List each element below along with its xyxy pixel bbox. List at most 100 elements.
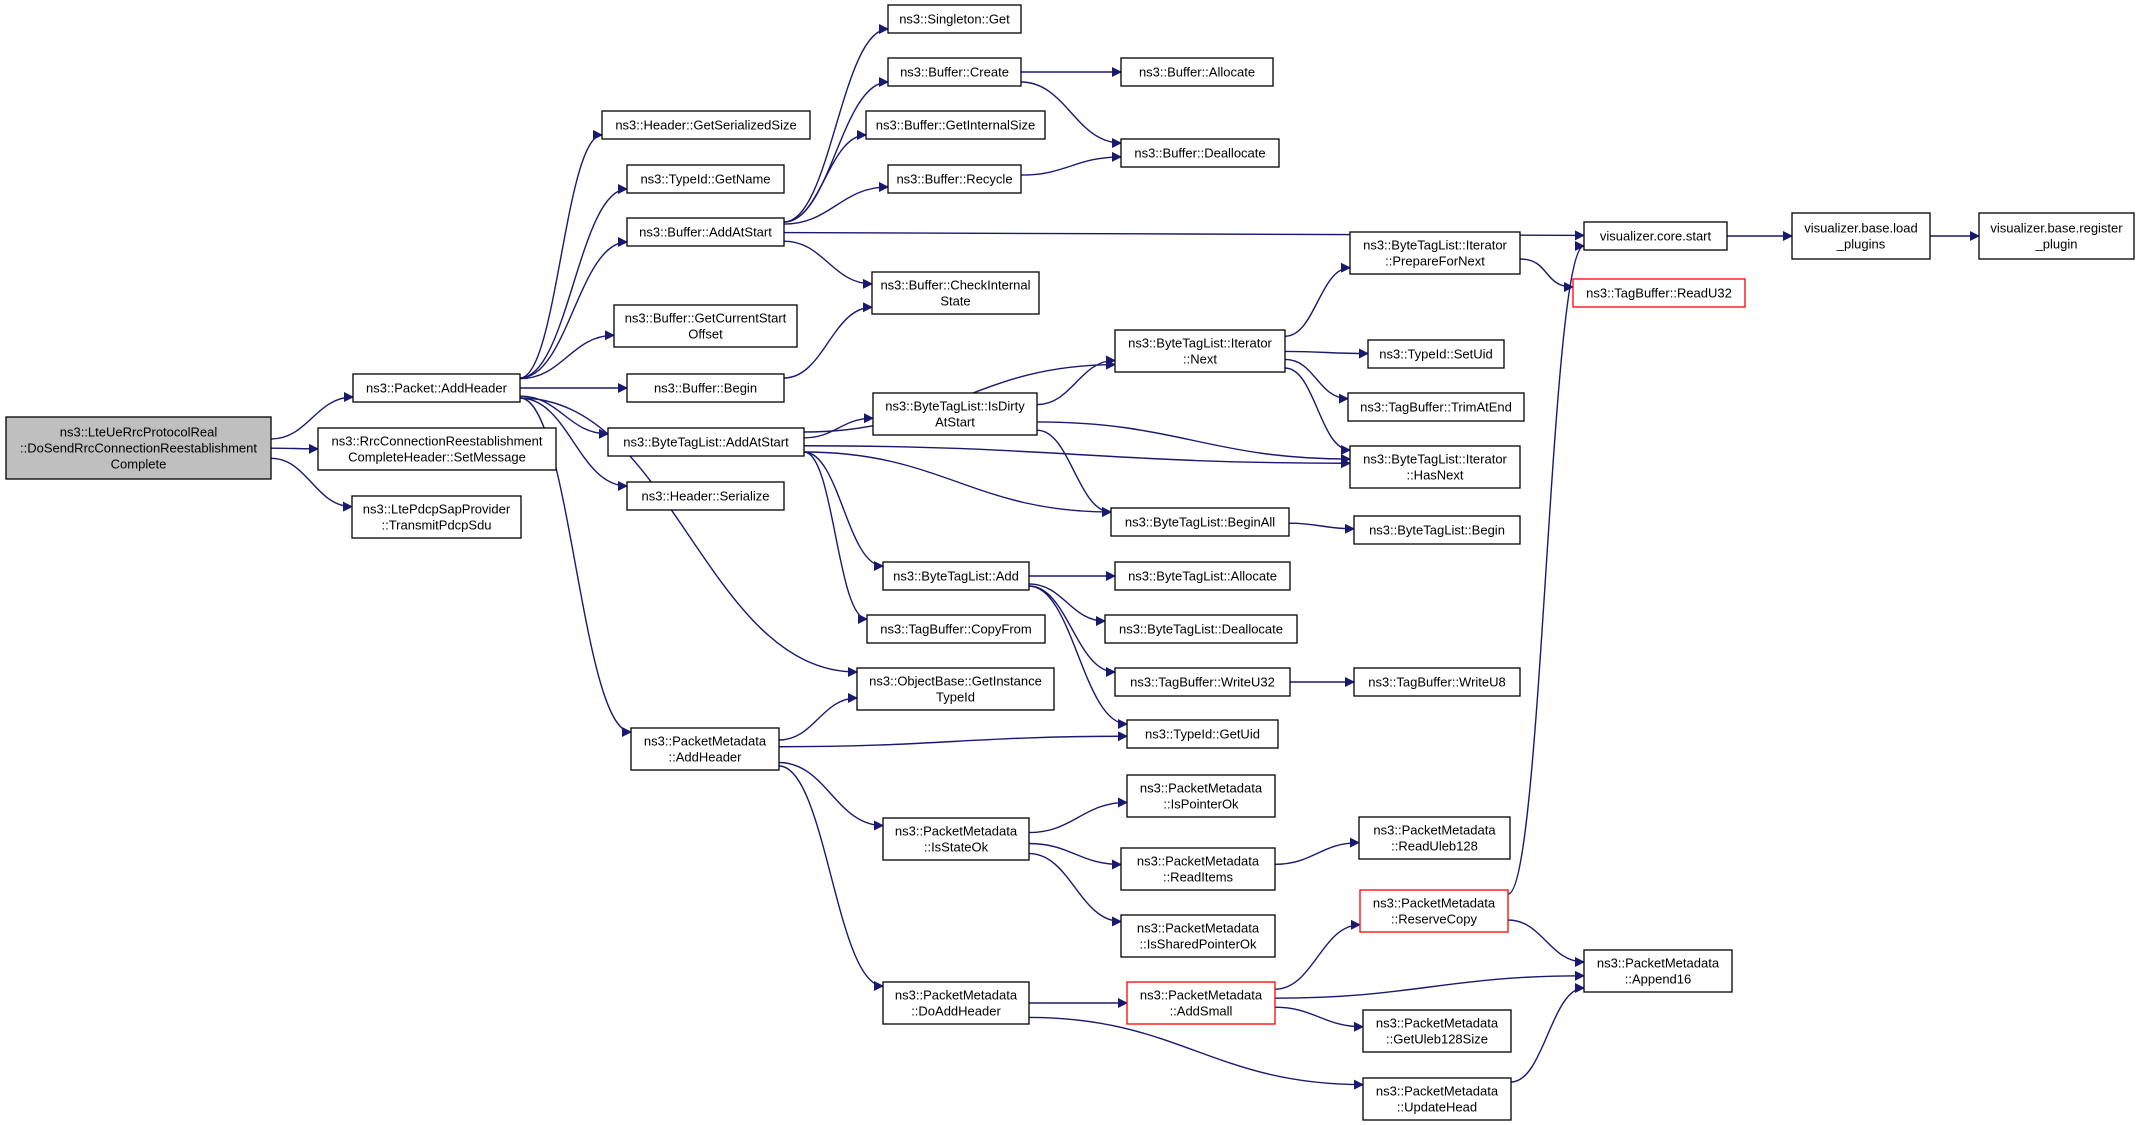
call-edge bbox=[519, 397, 858, 677]
edge-pkt-addheader-to-btl-addatstart bbox=[519, 395, 609, 439]
node-pm-issharedptrok[interactable]: ns3::PacketMetadata::IsSharedPointerOk bbox=[1120, 914, 1276, 958]
node-pm-append16[interactable]: ns3::PacketMetadata::Append16 bbox=[1583, 949, 1733, 993]
node-pdcp-transmit[interactable]: ns3::LtePdcpSapProvider::TransmitPdcpSdu bbox=[351, 495, 522, 539]
node-tb-readu32[interactable]: ns3::TagBuffer::ReadU32 bbox=[1572, 278, 1746, 308]
edge-pkt-addheader-to-buf-addatstart bbox=[519, 237, 628, 379]
node-pm-isstateok[interactable]: ns3::PacketMetadata::IsStateOk bbox=[882, 817, 1030, 861]
node-tb-copyfrom[interactable]: ns3::TagBuffer::CopyFrom bbox=[866, 614, 1046, 644]
edge-buf-addatstart-to-buf-checkint bbox=[783, 240, 873, 289]
node-box bbox=[1120, 57, 1274, 87]
node-buf-recycle[interactable]: ns3::Buffer::Recycle bbox=[887, 164, 1022, 194]
node-box bbox=[887, 57, 1022, 87]
node-label: CompleteHeader::SetMessage bbox=[348, 450, 526, 465]
node-typeid-setuid[interactable]: ns3::TypeId::SetUid bbox=[1367, 339, 1505, 369]
edge-root-to-pkt-addheader bbox=[270, 392, 354, 440]
node-tb-trimatend[interactable]: ns3::TagBuffer::TrimAtEnd bbox=[1347, 392, 1525, 422]
node-box bbox=[352, 373, 521, 403]
node-buf-create[interactable]: ns3::Buffer::Create bbox=[887, 57, 1022, 87]
node-rrc-setmessage[interactable]: ns3::RrcConnectionReestablishmentComplet… bbox=[317, 427, 557, 471]
node-pm-updatehead[interactable]: ns3::PacketMetadata::UpdateHead bbox=[1362, 1077, 1512, 1121]
node-pm-readitems[interactable]: ns3::PacketMetadata::ReadItems bbox=[1120, 847, 1276, 891]
node-hdr-serialize[interactable]: ns3::Header::Serialize bbox=[626, 481, 785, 511]
node-box bbox=[1347, 392, 1525, 422]
node-pm-reservecopy[interactable]: ns3::PacketMetadata::ReserveCopy bbox=[1359, 889, 1509, 933]
node-viz-base-register[interactable]: visualizer.base.register_plugin bbox=[1978, 212, 2135, 260]
edge-btl-it-next-to-typeid-setuid bbox=[1284, 348, 1369, 359]
edge-pkt-addheader-to-hdr-serialize bbox=[519, 397, 628, 491]
node-btl-deallocate[interactable]: ns3::ByteTagList::Deallocate bbox=[1104, 614, 1298, 644]
node-box bbox=[1349, 445, 1521, 489]
node-label: ::ReadItems bbox=[1163, 870, 1234, 885]
node-label: AtStart bbox=[935, 415, 975, 430]
node-label: ::HasNext bbox=[1406, 468, 1463, 483]
node-btl-add[interactable]: ns3::ByteTagList::Add bbox=[882, 561, 1030, 591]
node-label: ::IsStateOk bbox=[924, 840, 989, 855]
call-edge bbox=[519, 395, 609, 439]
node-buf-begin[interactable]: ns3::Buffer::Begin bbox=[626, 373, 785, 403]
node-label: ::PrepareForNext bbox=[1385, 254, 1485, 269]
node-label: ::DoSendRrcConnectionReestablishment bbox=[20, 441, 257, 456]
node-pm-addsmall[interactable]: ns3::PacketMetadata::AddSmall bbox=[1126, 981, 1276, 1025]
node-hdr-getsize[interactable]: ns3::Header::GetSerializedSize bbox=[601, 110, 811, 140]
node-box bbox=[1126, 981, 1276, 1025]
node-label: ns3::Buffer::Create bbox=[900, 65, 1009, 80]
node-buf-deallocate[interactable]: ns3::Buffer::Deallocate bbox=[1120, 138, 1280, 168]
edge-pm-doaddheader-to-pm-updatehead bbox=[1028, 1016, 1364, 1090]
edge-buf-create-to-buf-deallocate bbox=[1020, 81, 1122, 148]
call-edge bbox=[1036, 429, 1112, 517]
edge-pkt-addheader-to-typeid-getname bbox=[519, 184, 628, 379]
node-label: ns3::LteUeRrcProtocolReal bbox=[60, 425, 218, 440]
node-label: ns3::PacketMetadata bbox=[895, 824, 1018, 839]
node-pkt-addheader[interactable]: ns3::Packet::AddHeader bbox=[352, 373, 521, 403]
node-btl-allocate[interactable]: ns3::ByteTagList::Allocate bbox=[1114, 561, 1291, 591]
node-label: visualizer.core.start bbox=[1600, 229, 1712, 244]
node-label: visualizer.base.load bbox=[1804, 221, 1917, 236]
node-typeid-getname[interactable]: ns3::TypeId::GetName bbox=[626, 164, 785, 194]
node-btl-beginall[interactable]: ns3::ByteTagList::BeginAll bbox=[1110, 507, 1290, 537]
node-buf-allocate[interactable]: ns3::Buffer::Allocate bbox=[1120, 57, 1274, 87]
call-edge bbox=[519, 397, 632, 737]
node-singleton-get[interactable]: ns3::Singleton::Get bbox=[887, 4, 1022, 34]
edge-btl-it-prepare-to-tb-readu32 bbox=[1519, 258, 1574, 292]
node-label: visualizer.base.register bbox=[1990, 221, 2123, 236]
node-buf-getintsize[interactable]: ns3::Buffer::GetInternalSize bbox=[865, 110, 1046, 140]
node-tb-writeu8[interactable]: ns3::TagBuffer::WriteU8 bbox=[1353, 667, 1521, 697]
node-viz-core-start[interactable]: visualizer.core.start bbox=[1583, 221, 1728, 251]
node-pm-doaddheader[interactable]: ns3::PacketMetadata::DoAddHeader bbox=[882, 981, 1030, 1025]
node-box bbox=[872, 392, 1038, 436]
node-typeid-getuid[interactable]: ns3::TypeId::GetUid bbox=[1126, 719, 1279, 749]
node-pm-readuleb[interactable]: ns3::PacketMetadata::ReadUleb128 bbox=[1358, 816, 1511, 860]
node-label: ::Next bbox=[1183, 352, 1217, 367]
node-viz-base-load[interactable]: visualizer.base.load_plugins bbox=[1791, 212, 1931, 260]
node-label: ns3::Header::GetSerializedSize bbox=[615, 118, 796, 133]
node-label: _plugins bbox=[1836, 237, 1886, 252]
node-label: ns3::Buffer::CheckInternal bbox=[880, 278, 1030, 293]
node-btl-it-hasnext[interactable]: ns3::ByteTagList::Iterator::HasNext bbox=[1349, 445, 1521, 489]
node-pm-addheader[interactable]: ns3::PacketMetadata::AddHeader bbox=[630, 727, 780, 771]
node-pm-getulebsize[interactable]: ns3::PacketMetadata::GetUleb128Size bbox=[1362, 1009, 1512, 1053]
node-box bbox=[1114, 329, 1286, 373]
node-label: ns3::Buffer::GetInternalSize bbox=[876, 118, 1035, 133]
edge-pkt-addheader-to-hdr-getsize bbox=[519, 130, 603, 379]
node-box bbox=[1120, 138, 1280, 168]
node-btl-begin[interactable]: ns3::ByteTagList::Begin bbox=[1353, 515, 1521, 545]
node-label: ::GetUleb128Size bbox=[1386, 1032, 1488, 1047]
node-box bbox=[865, 110, 1046, 140]
call-edge bbox=[1036, 421, 1351, 465]
call-edge bbox=[1519, 258, 1574, 292]
node-buf-addatstart[interactable]: ns3::Buffer::AddAtStart bbox=[626, 217, 785, 247]
node-btl-it-prepare[interactable]: ns3::ByteTagList::Iterator::PrepareForNe… bbox=[1349, 231, 1521, 275]
call-edge bbox=[778, 693, 858, 741]
node-btl-addatstart[interactable]: ns3::ByteTagList::AddAtStart bbox=[607, 427, 805, 457]
node-tb-writeu32[interactable]: ns3::TagBuffer::WriteU32 bbox=[1114, 667, 1291, 697]
edge-btl-add-to-typeid-getuid bbox=[1028, 585, 1128, 729]
call-edge bbox=[778, 761, 884, 831]
edge-buf-addatstart-to-singleton-get bbox=[783, 24, 889, 223]
edge-btl-it-next-to-btl-it-prepare bbox=[1284, 262, 1351, 337]
node-pm-ispointerok[interactable]: ns3::PacketMetadata::IsPointerOk bbox=[1126, 774, 1276, 818]
node-btl-it-next[interactable]: ns3::ByteTagList::Iterator::Next bbox=[1114, 329, 1286, 373]
